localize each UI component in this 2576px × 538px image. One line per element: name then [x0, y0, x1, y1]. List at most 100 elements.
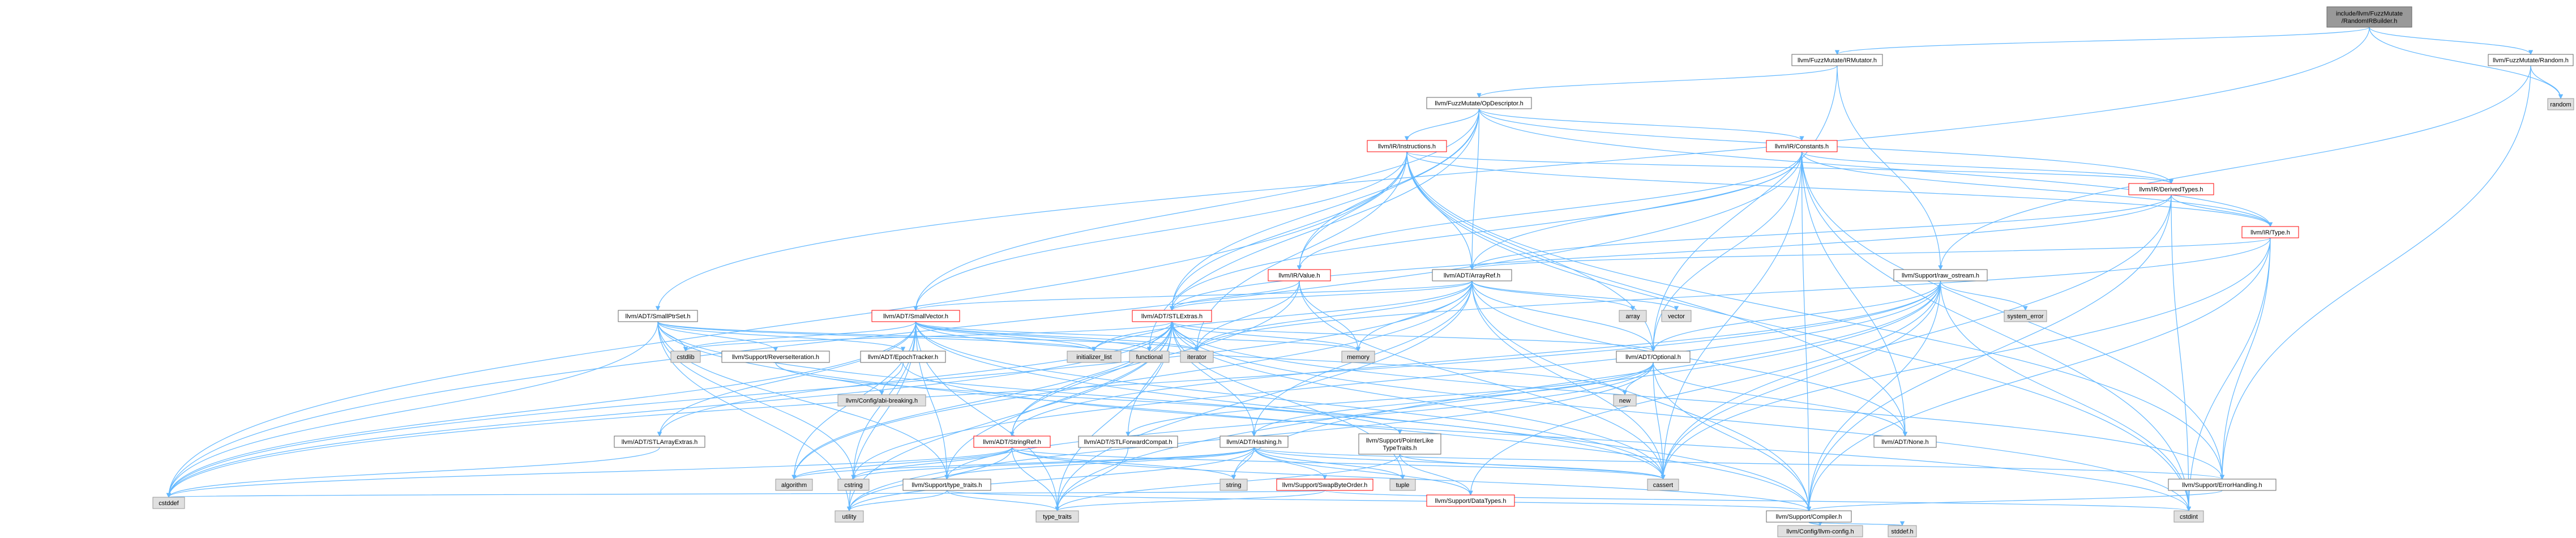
edge-compiler-to-stddef: [1808, 521, 1905, 526]
edge-raw_ostream-to-stringref: [1009, 280, 1941, 437]
node-datatypes[interactable]: llvm/Support/DataTypes.h: [1426, 494, 1515, 507]
node-box-constants: [1766, 140, 1838, 152]
edge-arrayref-to-array: [1471, 280, 1636, 311]
edge-value_h-to-cassert: [1299, 280, 1666, 480]
node-label-optional: llvm/ADT/Optional.h: [1625, 354, 1681, 361]
edge-opdesc-to-type_h: [1478, 108, 2273, 227]
node-smallptrset[interactable]: llvm/ADT/SmallPtrSet.h: [618, 310, 698, 322]
edge-smallptrset-to-utility: [657, 321, 852, 511]
node-optional[interactable]: llvm/ADT/Optional.h: [1616, 351, 1691, 363]
node-box-utility: [835, 510, 864, 523]
edge-smallptrset-to-cassert: [657, 321, 1666, 480]
edge-instructions-to-cstdint: [1406, 151, 2192, 511]
node-random_h[interactable]: llvm/FuzzMutate/Random.h: [2488, 54, 2574, 66]
node-label-new: new: [1619, 398, 1631, 404]
edge-support_typetraits-to-utility: [846, 490, 948, 511]
edge-swapbyteorder-to-cstdint: [1324, 490, 2191, 511]
edge-opdesc-to-smallvector: [913, 108, 1480, 311]
edge-arrayref-to-vector: [1471, 280, 1679, 311]
dependency-nodes: include/llvm/FuzzMutate/RandomIRBuilder.…: [152, 6, 2574, 537]
edge-arrayref-to-iterator: [1194, 280, 1473, 352]
node-box-memory: [1341, 351, 1375, 363]
node-label-type_traits: type_traits: [1043, 514, 1072, 520]
node-hashing[interactable]: llvm/ADT/Hashing.h: [1219, 435, 1289, 448]
node-label-stlextras: llvm/ADT/STLExtras.h: [1141, 313, 1203, 320]
edge-constants-to-value_h: [1296, 151, 1803, 270]
node-functional: functional: [1129, 351, 1170, 363]
node-swapbyteorder[interactable]: llvm/Support/SwapByteOrder.h: [1276, 479, 1373, 491]
node-box-initializer_list: [1067, 351, 1122, 363]
node-support_typetraits[interactable]: llvm/Support/type_traits.h: [902, 479, 991, 491]
node-none_h[interactable]: llvm/ADT/None.h: [1873, 435, 1937, 448]
node-label-stlarrayextras: llvm/ADT/STLArrayExtras.h: [622, 439, 698, 446]
edge-constants-to-cassert: [1661, 151, 1803, 480]
node-arrayref[interactable]: llvm/ADT/ArrayRef.h: [1432, 269, 1512, 281]
edge-smallptrset-to-initializer_list: [657, 321, 1097, 352]
edge-raw_ostream-to-compiler: [1806, 280, 1941, 511]
node-smallvector[interactable]: llvm/ADT/SmallVector.h: [871, 310, 960, 322]
edge-random_h-to-raw_ostream: [1938, 65, 2531, 270]
node-label-functional: functional: [1136, 354, 1162, 361]
node-stlextras[interactable]: llvm/ADT/STLExtras.h: [1132, 310, 1212, 322]
node-stlarrayextras[interactable]: llvm/ADT/STLArrayExtras.h: [614, 435, 705, 448]
edge-constants-to-compiler: [1801, 151, 1812, 511]
node-box-raw_ostream: [1893, 269, 1988, 281]
node-type_h[interactable]: llvm/IR/Type.h: [2241, 226, 2299, 238]
node-epochtracker[interactable]: llvm/ADT/EpochTracker.h: [860, 351, 946, 363]
node-value_h[interactable]: llvm/IR/Value.h: [1268, 269, 1331, 281]
node-label-string: string: [1226, 482, 1242, 489]
edge-smallvector-to-compiler: [915, 321, 1812, 511]
node-label-cstdint: cstdint: [2180, 514, 2198, 520]
node-box-optional: [1616, 351, 1691, 363]
node-label-errorhandling: llvm/Support/ErrorHandling.h: [2182, 482, 2262, 489]
node-irmutator[interactable]: llvm/FuzzMutate/IRMutator.h: [1791, 54, 1883, 66]
node-errorhandling[interactable]: llvm/Support/ErrorHandling.h: [2168, 479, 2277, 491]
edge-raw_ostream-to-optional: [1650, 280, 1941, 352]
node-box-errorhandling: [2168, 479, 2277, 491]
node-box-random: [2547, 98, 2574, 110]
node-raw_ostream[interactable]: llvm/Support/raw_ostream.h: [1893, 269, 1988, 281]
node-label-cassert: cassert: [1653, 482, 1673, 489]
node-label-system_error: system_error: [2007, 313, 2044, 320]
node-constants[interactable]: llvm/IR/Constants.h: [1766, 140, 1838, 152]
node-derivedtypes[interactable]: llvm/IR/DerivedTypes.h: [2128, 183, 2214, 195]
node-label-arrayref: llvm/ADT/ArrayRef.h: [1444, 272, 1500, 279]
edge-optional-to-cassert: [1653, 362, 1666, 480]
node-label-raw_ostream: llvm/Support/raw_ostream.h: [1902, 272, 1979, 279]
edge-constants-to-cstdint: [1801, 151, 2192, 511]
node-box-stringref: [973, 435, 1051, 448]
edge-type_h-to-iterator: [1194, 237, 2271, 352]
edge-stringref-to-cstring: [851, 447, 1013, 480]
node-stringref[interactable]: llvm/ADT/StringRef.h: [973, 435, 1051, 448]
edge-raw_ostream-to-cassert: [1661, 280, 1941, 480]
edge-stlextras-to-cstdint: [1171, 321, 2192, 511]
edge-smallptrset-to-epochtracker: [657, 321, 906, 352]
node-box-cstring: [837, 479, 870, 491]
edge-derivedtypes-to-type_h: [2171, 194, 2273, 227]
node-label-datatypes: llvm/Support/DataTypes.h: [1435, 498, 1507, 505]
edge-raw_ostream-to-system_error: [1940, 280, 2028, 311]
node-compiler[interactable]: llvm/Support/Compiler.h: [1766, 510, 1852, 523]
node-opdesc[interactable]: llvm/FuzzMutate/OpDescriptor.h: [1426, 97, 1532, 109]
edge-type_h-to-cassert: [1661, 237, 2271, 480]
edge-arrayref-to-type_traits: [1055, 280, 1473, 511]
edge-hashing-to-datatypes: [1253, 447, 1473, 496]
edge-raw_ostream-to-cstdint: [1940, 280, 2192, 511]
node-box-cassert: [1647, 479, 1679, 491]
edge-constants-to-derivedtypes: [1801, 151, 2174, 184]
node-instructions[interactable]: llvm/IR/Instructions.h: [1367, 140, 1447, 152]
node-root[interactable]: include/llvm/FuzzMutate/RandomIRBuilder.…: [2326, 6, 2412, 28]
node-reverseiteration[interactable]: llvm/Support/ReverseIteration.h: [721, 351, 830, 363]
node-box-abibreaking: [837, 394, 926, 407]
edge-type_h-to-cstdint: [2186, 237, 2271, 511]
edge-stringref-to-stlextras: [1011, 321, 1175, 437]
node-box-stlarrayextras: [614, 435, 705, 448]
node-label-stringref: llvm/ADT/StringRef.h: [983, 439, 1041, 446]
node-stlforwardcompat[interactable]: llvm/ADT/STLForwardCompat.h: [1078, 435, 1178, 448]
node-type_traits: type_traits: [1035, 510, 1079, 523]
edge-constants-to-cstddef: [166, 151, 1803, 498]
node-label-support_typetraits: llvm/Support/type_traits.h: [912, 482, 982, 489]
node-label-random_h: llvm/FuzzMutate/Random.h: [2493, 57, 2569, 64]
